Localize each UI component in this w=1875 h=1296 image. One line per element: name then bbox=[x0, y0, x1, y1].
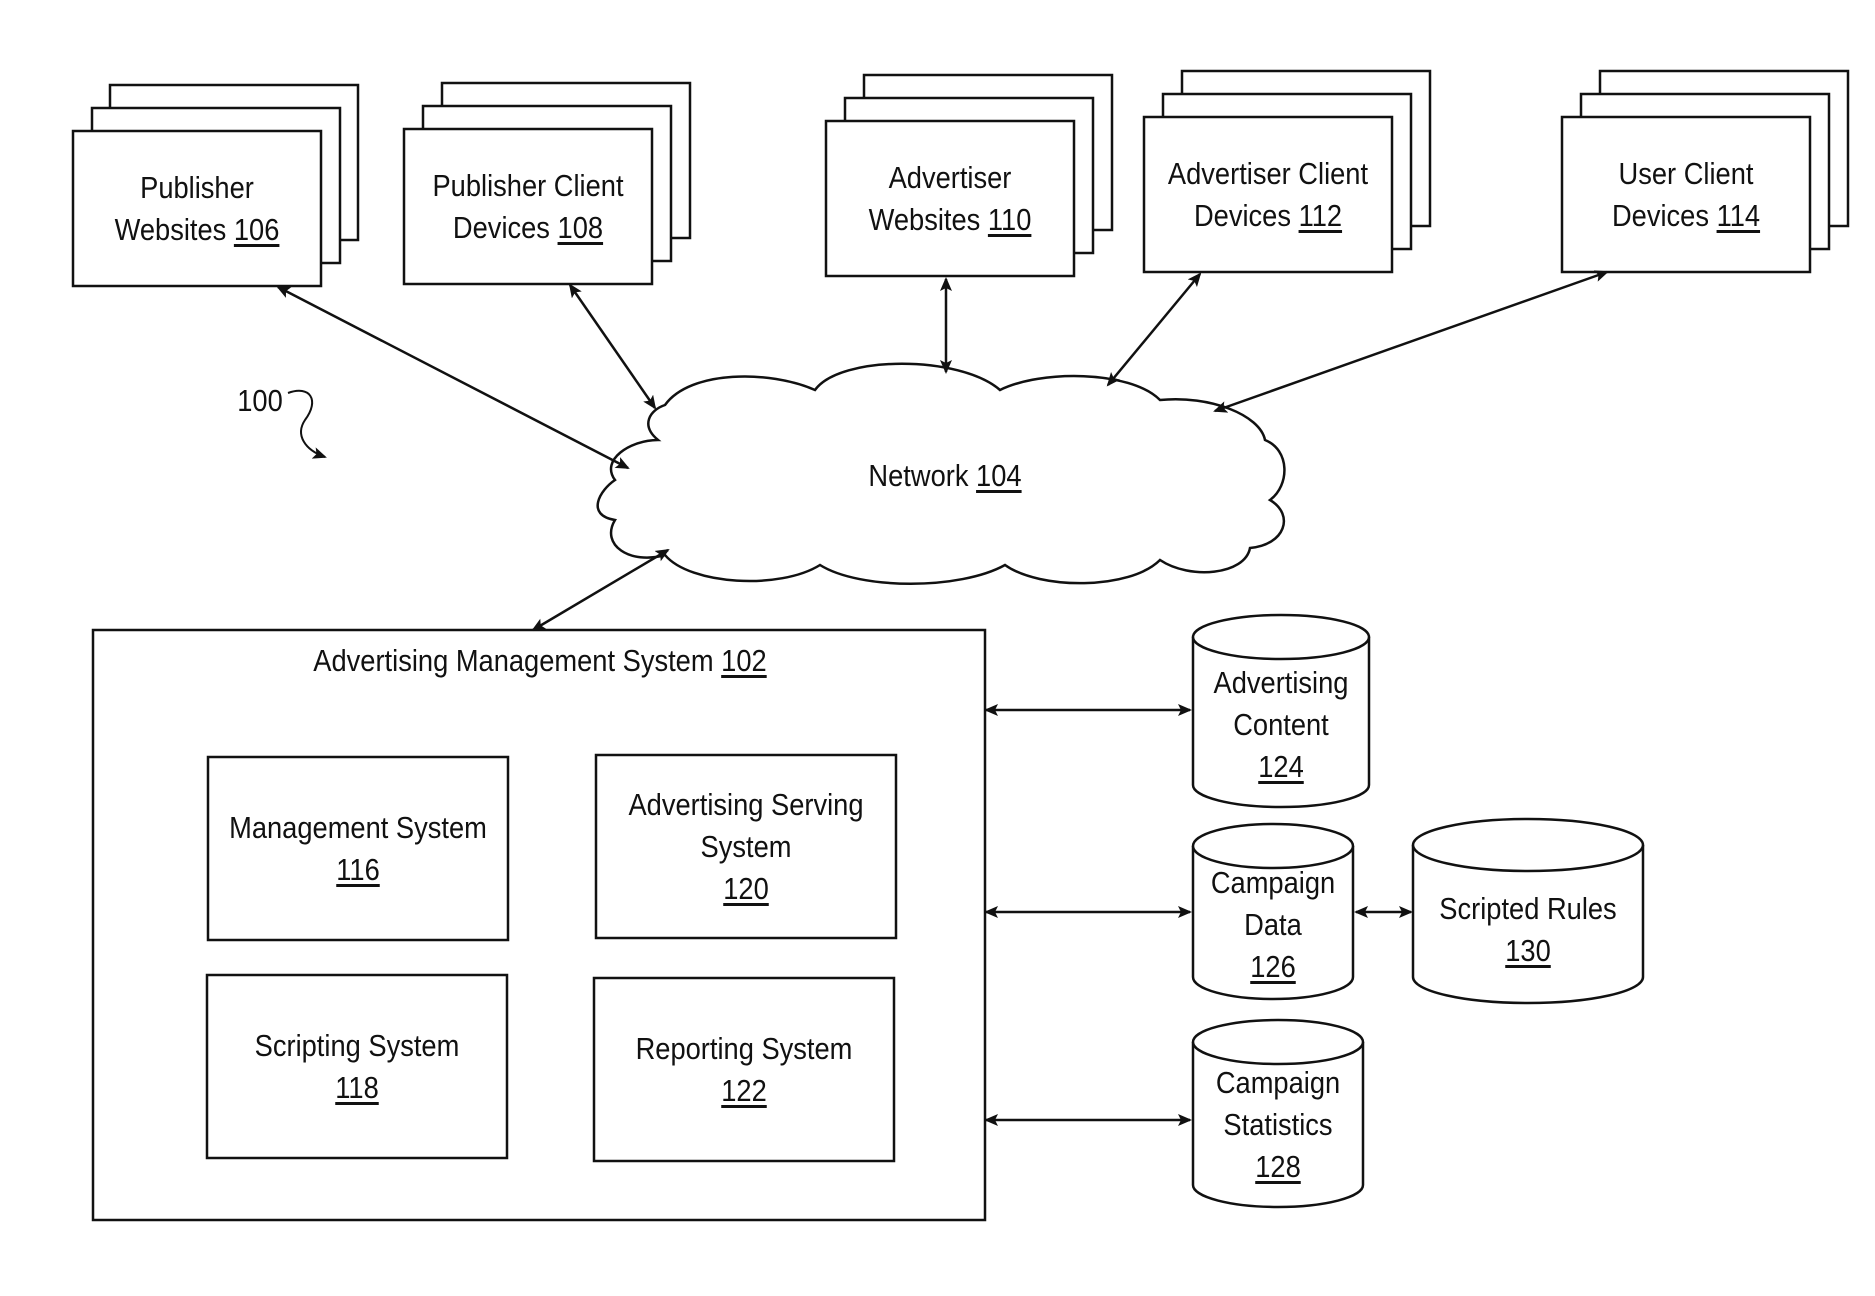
connector-108-network bbox=[570, 285, 655, 408]
connector-112-network bbox=[1108, 274, 1200, 385]
node-label-114: User Client Devices 114 bbox=[1577, 117, 1795, 272]
node-label-106: Publisher Websites 106 bbox=[88, 131, 306, 286]
connector-114-network bbox=[1215, 272, 1607, 411]
figure-ref-squiggle bbox=[288, 391, 325, 457]
subsystem-label-120: Advertising Serving System 120 bbox=[614, 755, 878, 938]
ams-title: Advertising Management System 102 bbox=[276, 640, 804, 682]
database-label-126: Campaign Data 126 bbox=[1203, 860, 1344, 990]
figure-ref-label: 100 bbox=[232, 380, 288, 422]
subsystem-label-116: Management System 116 bbox=[226, 757, 490, 940]
node-label-108: Publisher Client Devices 108 bbox=[419, 129, 637, 284]
node-label-112: Advertiser Client Devices 112 bbox=[1159, 117, 1377, 272]
database-label-130: Scripted Rules 130 bbox=[1427, 880, 1629, 980]
database-label-124: Advertising Content 124 bbox=[1204, 660, 1359, 790]
connector-ams-network bbox=[533, 550, 668, 630]
subsystem-label-122: Reporting System 122 bbox=[612, 978, 876, 1161]
connector-106-network bbox=[278, 287, 628, 468]
subsystem-label-118: Scripting System 118 bbox=[225, 975, 489, 1158]
node-label-110: Advertiser Websites 110 bbox=[841, 121, 1059, 276]
database-label-128: Campaign Statistics 128 bbox=[1203, 1060, 1353, 1190]
network-label: Network 104 bbox=[835, 455, 1055, 497]
